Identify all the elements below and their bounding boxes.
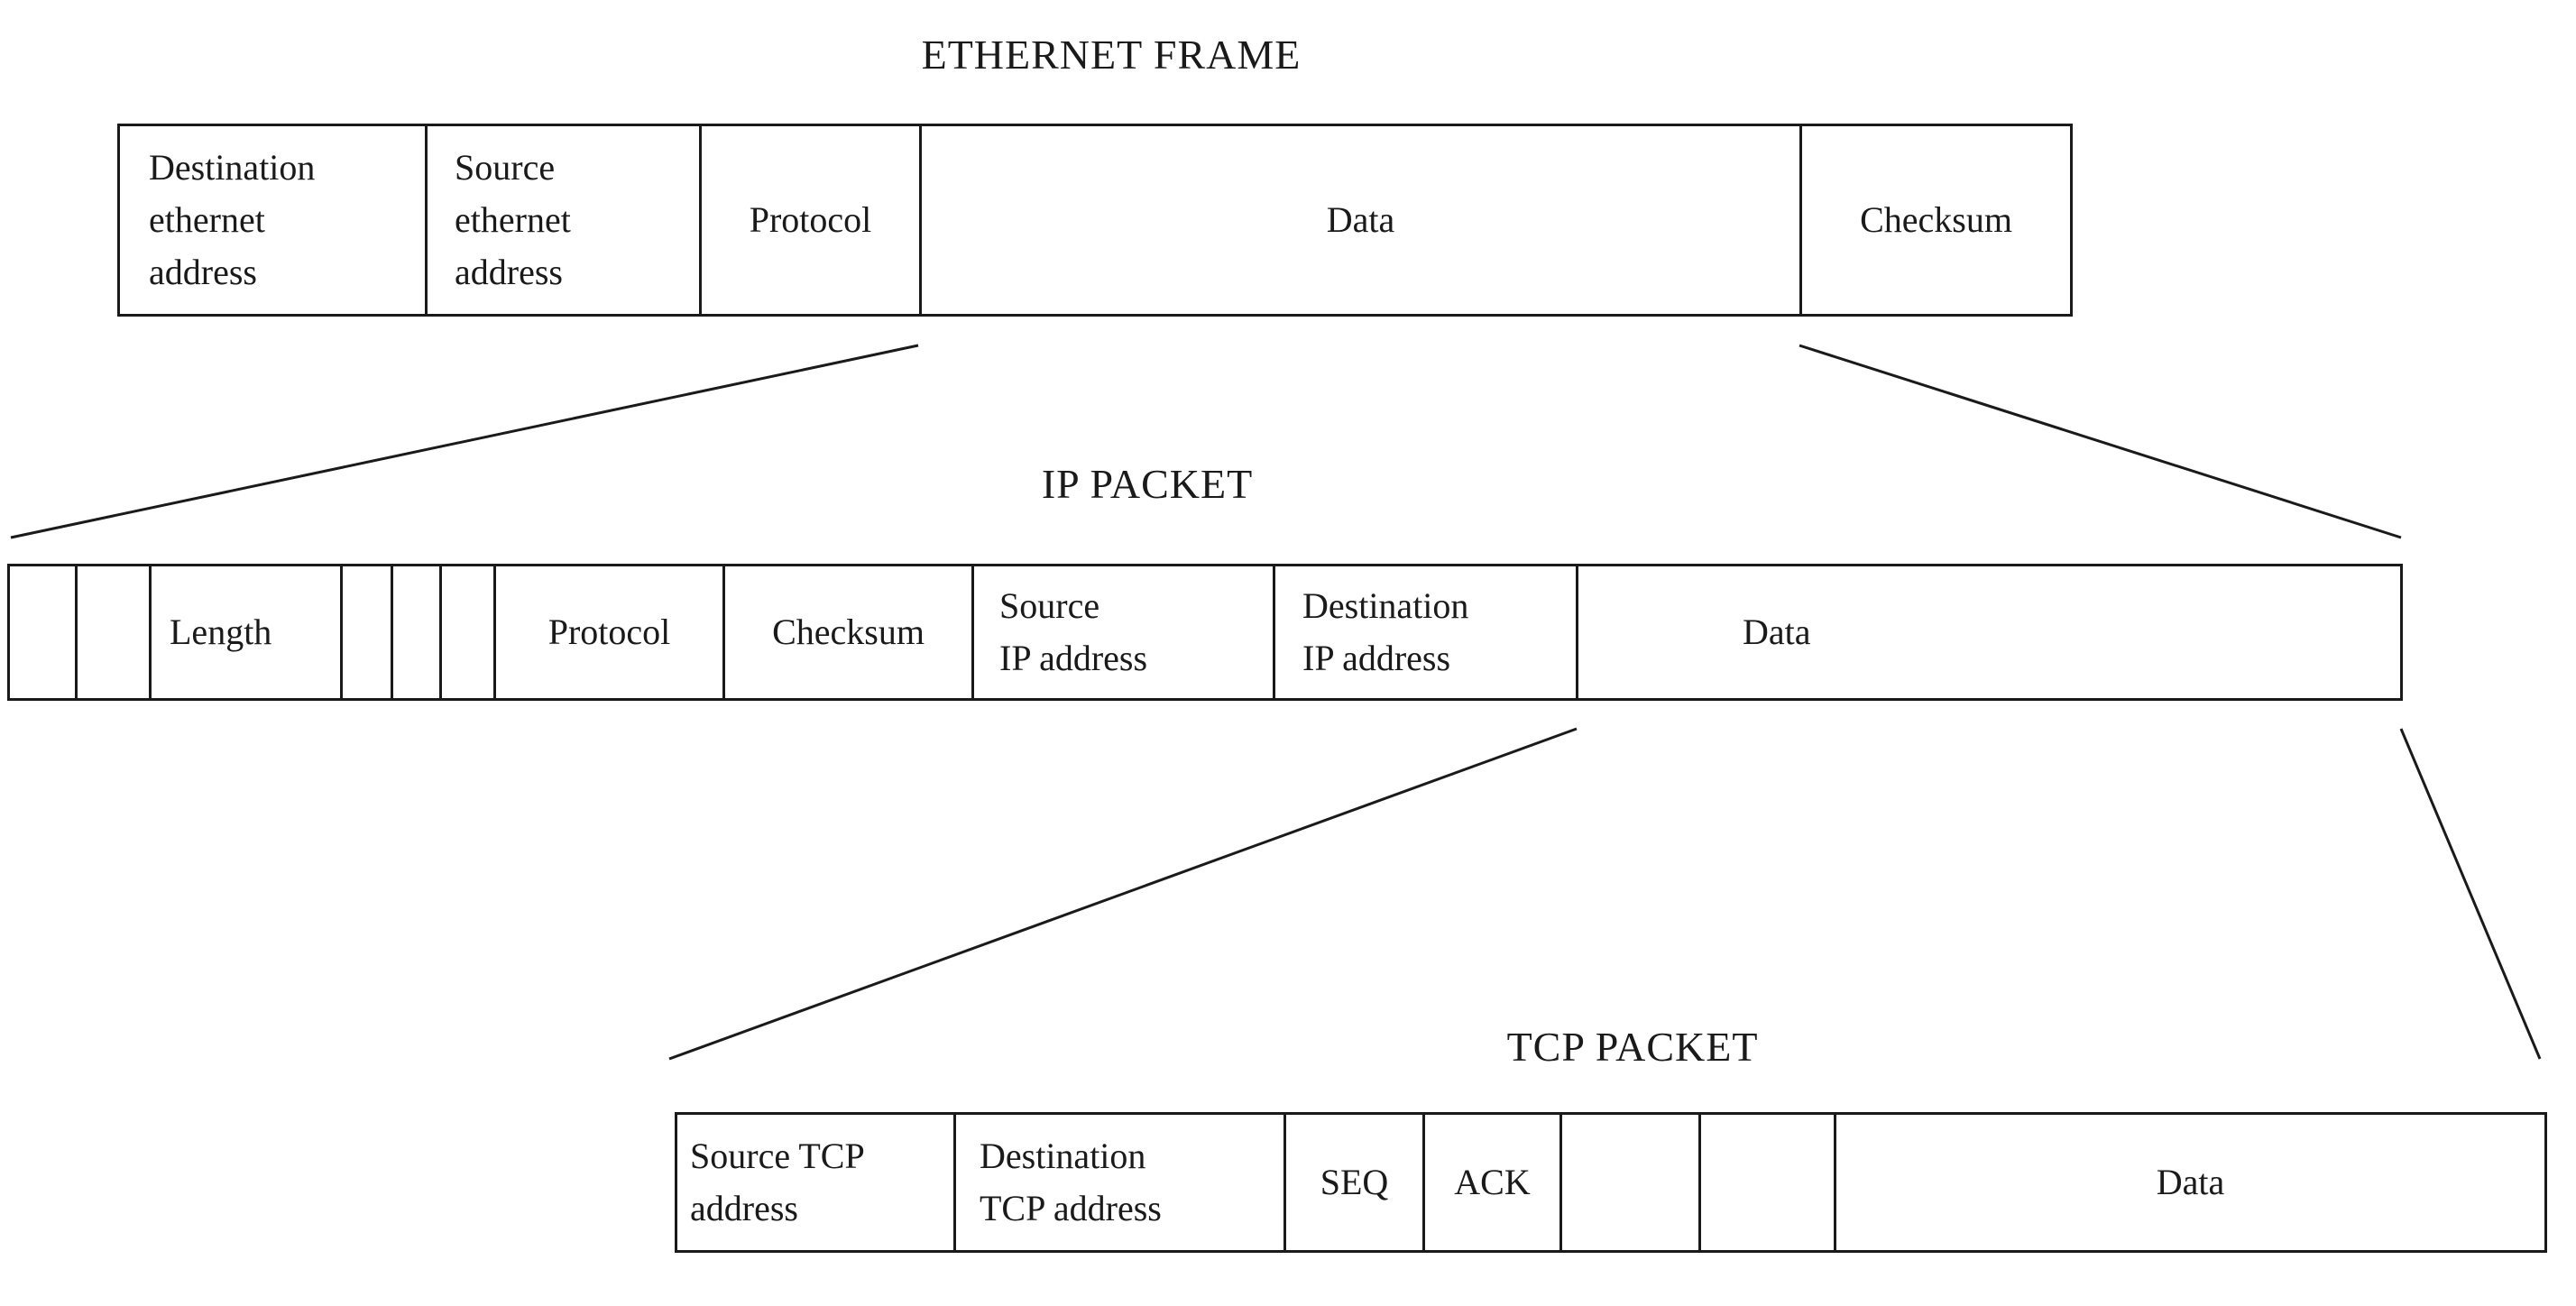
ip-source-address-field: Source IP address — [971, 566, 1273, 698]
tcp-data-label: Data — [2156, 1162, 2225, 1202]
ip-field-blank-1 — [340, 566, 391, 698]
ip-length-label: Length — [170, 612, 272, 652]
tcp-ack-field: ACK — [1422, 1115, 1559, 1250]
ip-field-blank-3 — [439, 566, 493, 698]
tcp-destination-address-field: Destination TCP address — [953, 1115, 1283, 1250]
ethernet-frame-title: ETHERNET FRAME — [921, 32, 1302, 78]
tcp-destination-address-label: Destination TCP address — [980, 1136, 1162, 1228]
ip-field-header-length — [75, 566, 149, 698]
tcp-packet-row: Source TCP address Destination TCP addre… — [675, 1112, 2547, 1253]
tcp-source-address-field: Source TCP address — [677, 1115, 953, 1250]
ip-to-tcp-right-line — [2399, 728, 2542, 1060]
tcp-source-address-label: Source TCP address — [690, 1136, 865, 1228]
ip-data-field: Data — [1576, 566, 2400, 698]
tcp-packet-title: TCP PACKET — [1506, 1024, 1759, 1070]
ip-source-address-label: Source IP address — [999, 585, 1148, 678]
ethernet-data-field: Data — [919, 126, 1799, 314]
ethernet-source-address-label: Source ethernet address — [455, 147, 571, 292]
ip-data-label: Data — [1743, 612, 1811, 652]
ip-length-field: Length — [149, 566, 340, 698]
ip-to-tcp-left-line — [668, 727, 1578, 1061]
ip-packet-title: IP PACKET — [1041, 461, 1254, 507]
ip-checksum-field: Checksum — [722, 566, 971, 698]
ip-protocol-field: Protocol — [493, 566, 722, 698]
ip-field-version — [10, 566, 75, 698]
tcp-seq-label: SEQ — [1320, 1162, 1389, 1202]
tcp-data-field: Data — [1834, 1115, 2544, 1250]
ethernet-checksum-field: Checksum — [1799, 126, 2070, 314]
tcp-seq-field: SEQ — [1283, 1115, 1422, 1250]
ethernet-dest-address-label: Destination ethernet address — [149, 147, 316, 292]
ip-field-blank-2 — [391, 566, 439, 698]
ethernet-protocol-label: Protocol — [749, 199, 872, 240]
ip-checksum-label: Checksum — [772, 612, 925, 652]
ethernet-to-ip-left-line — [10, 344, 919, 539]
tcp-ack-label: ACK — [1454, 1162, 1531, 1202]
ethernet-protocol-field: Protocol — [699, 126, 919, 314]
ip-packet-row: Length Protocol Checksum Source IP addre… — [7, 564, 2403, 701]
ip-protocol-label: Protocol — [547, 612, 671, 652]
tcp-field-blank-2 — [1698, 1115, 1834, 1250]
ethernet-to-ip-right-line — [1799, 344, 2402, 539]
ethernet-source-address-field: Source ethernet address — [425, 126, 699, 314]
ethernet-dest-address-field: Destination ethernet address — [120, 126, 425, 314]
ip-destination-address-label: Destination IP address — [1302, 585, 1469, 678]
ethernet-data-label: Data — [1326, 199, 1395, 240]
ip-destination-address-field: Destination IP address — [1273, 566, 1576, 698]
tcp-field-blank-1 — [1559, 1115, 1698, 1250]
ethernet-checksum-label: Checksum — [1860, 199, 2012, 240]
ethernet-frame-row: Destination ethernet address Source ethe… — [117, 124, 2073, 317]
